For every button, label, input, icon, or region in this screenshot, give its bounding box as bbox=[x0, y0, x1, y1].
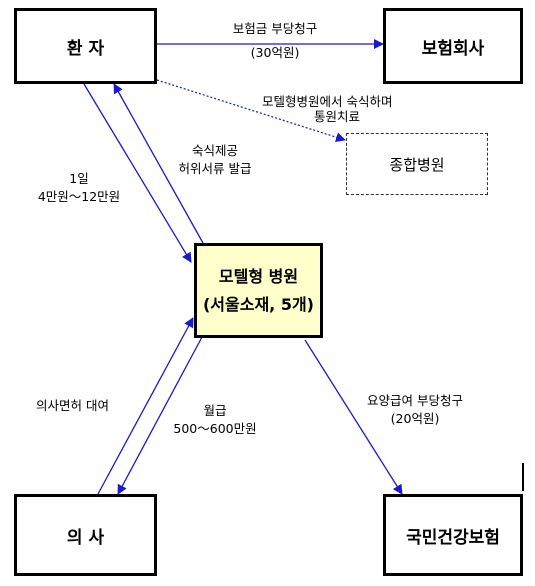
node-nhis: 국민건강보험 bbox=[383, 494, 523, 576]
label-patient-insurer: 보험금 부당청구 (30억원) bbox=[200, 20, 350, 62]
arrow-motel-hospital-to-patient bbox=[113, 83, 204, 244]
node-general-hospital: 종합병원 bbox=[346, 133, 488, 195]
arrow-patient-to-motel-hospital bbox=[83, 83, 192, 263]
node-patient: 환 자 bbox=[14, 8, 157, 84]
arrow-motel-hospital-to-nhis bbox=[304, 339, 403, 495]
arrow-motel-hospital-to-doctor bbox=[117, 336, 203, 495]
label-license-rental-text: 의사면허 대여 bbox=[36, 398, 109, 413]
node-doctor-label: 의 사 bbox=[66, 527, 105, 548]
node-patient-label: 환 자 bbox=[66, 38, 105, 59]
divider-mark bbox=[522, 463, 524, 491]
label-lodging-line2: 허위서류 발급 bbox=[178, 161, 252, 177]
label-patient-general-line2: 통원치료 bbox=[314, 109, 361, 124]
label-daily-cost-line2: 4만원～12만원 bbox=[37, 189, 121, 205]
label-salary: 월급 500～600만원 bbox=[160, 402, 270, 438]
label-lodging-line1: 숙식제공 bbox=[191, 143, 238, 158]
label-patient-general: 모텔형병원에서 숙식하며 통원치료 bbox=[262, 94, 392, 124]
label-salary-line2: 500～600만원 bbox=[173, 421, 257, 437]
node-motel-hospital: 모텔형 병원 (서울소재, 5개) bbox=[194, 243, 323, 338]
arrow-patient-to-general-hospital bbox=[156, 79, 346, 143]
node-nhis-label: 국민건강보험 bbox=[406, 527, 500, 548]
node-insurer: 보험회사 bbox=[383, 8, 523, 84]
label-nhis-claim-line2: (20억원) bbox=[390, 411, 440, 427]
label-patient-insurer-line2: (30억원) bbox=[250, 45, 300, 61]
label-patient-general-line1: 모텔형병원에서 숙식하며 bbox=[262, 94, 393, 109]
node-general-hospital-label: 종합병원 bbox=[389, 155, 445, 174]
node-motel-hospital-subtitle: (서울소재, 5개) bbox=[202, 294, 314, 314]
label-lodging: 숙식제공 허위서류 발급 bbox=[160, 142, 270, 178]
label-patient-insurer-line1: 보험금 부당청구 bbox=[232, 21, 318, 36]
label-salary-line1: 월급 bbox=[203, 403, 227, 418]
node-insurer-label: 보험회사 bbox=[421, 38, 485, 59]
arrow-doctor-to-motel-hospital bbox=[97, 317, 194, 495]
label-nhis-claim-line1: 요양급여 부당청구 bbox=[367, 393, 463, 408]
node-doctor: 의 사 bbox=[14, 494, 157, 576]
label-license-rental: 의사면허 대여 bbox=[36, 397, 109, 415]
label-nhis-claim: 요양급여 부당청구 (20억원) bbox=[345, 392, 485, 428]
node-motel-hospital-title: 모텔형 병원 bbox=[218, 267, 299, 287]
label-daily-cost: 1일 4만원～12만원 bbox=[34, 170, 124, 206]
label-daily-cost-line1: 1일 bbox=[69, 171, 89, 186]
